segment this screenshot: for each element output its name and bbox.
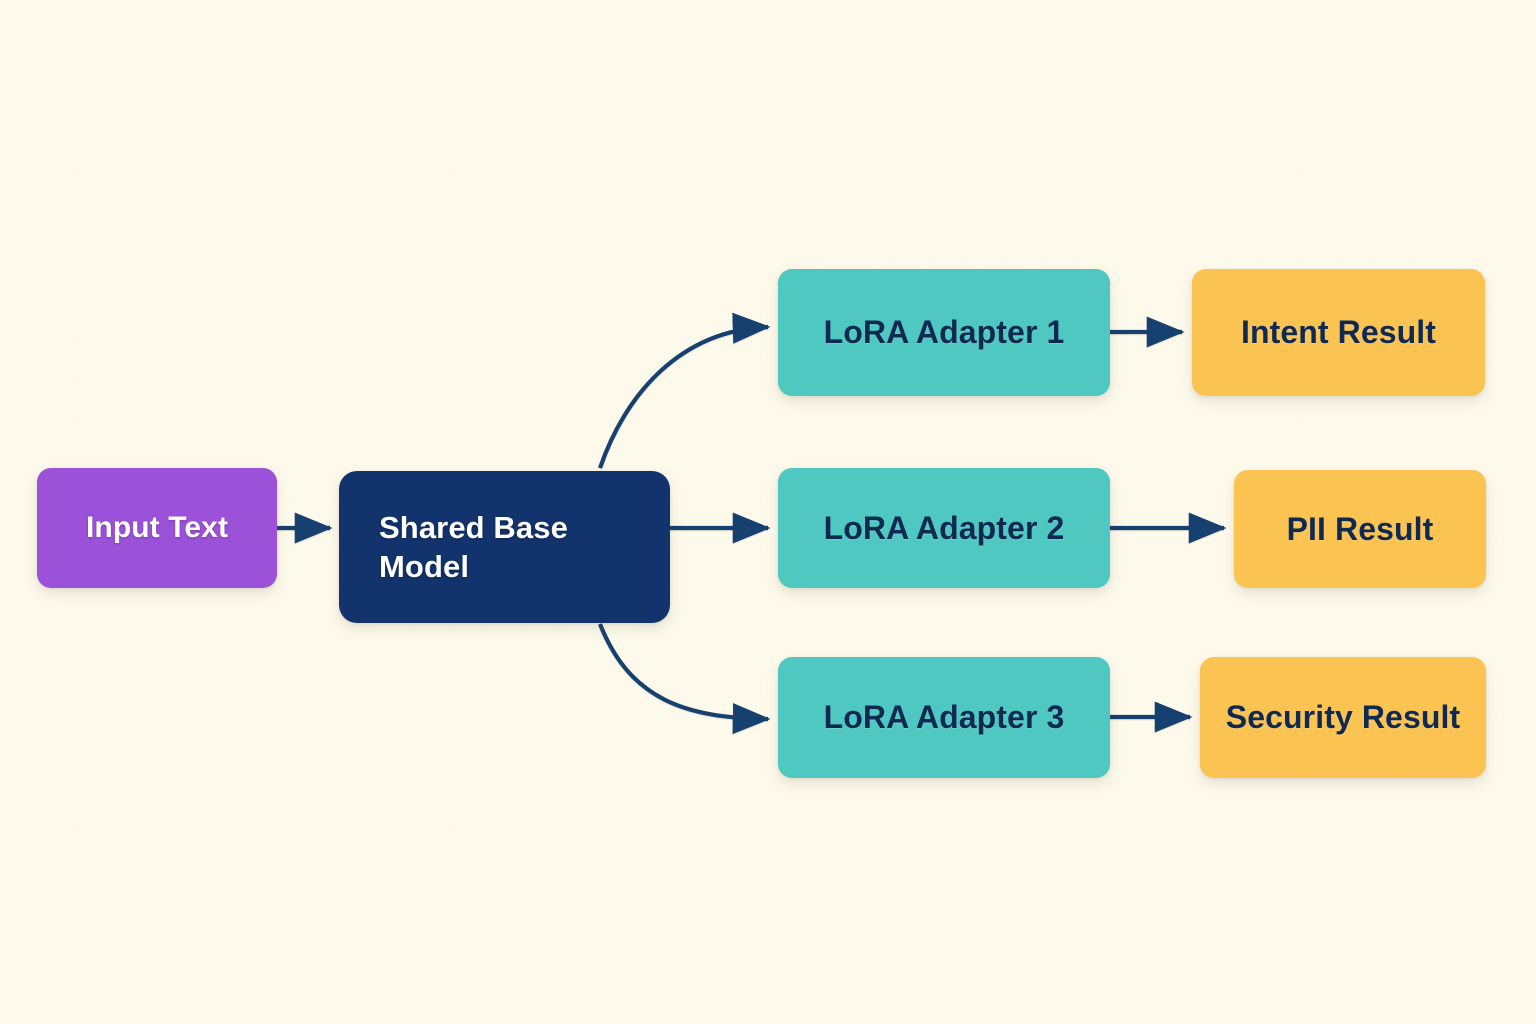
node-lora-adapter-1[interactable]: LoRA Adapter 1 [778, 269, 1110, 396]
edge-base-to-adapter1 [598, 312, 771, 469]
node-pii-result[interactable]: PII Result [1234, 470, 1486, 588]
node-pii-result-label: PII Result [1286, 510, 1434, 547]
node-security-result[interactable]: Security Result [1200, 657, 1486, 778]
node-security-result-label: Security Result [1225, 699, 1461, 736]
node-lora-adapter-2-label: LoRA Adapter 2 [823, 509, 1065, 546]
edge-base-to-adapter3 [598, 623, 771, 735]
node-intent-result[interactable]: Intent Result [1192, 269, 1485, 396]
node-lora-adapter-3-label: LoRA Adapter 3 [823, 699, 1065, 736]
node-input-text-label: Input Text [85, 511, 229, 545]
node-shared-base-model[interactable]: Shared Base Model [339, 471, 670, 623]
node-lora-adapter-1-label: LoRA Adapter 1 [823, 314, 1065, 351]
node-lora-adapter-3[interactable]: LoRA Adapter 3 [778, 657, 1110, 778]
node-intent-result-label: Intent Result [1240, 314, 1437, 351]
node-input-text[interactable]: Input Text [37, 468, 277, 588]
node-shared-base-model-label: Shared Base Model [379, 509, 568, 584]
node-lora-adapter-2[interactable]: LoRA Adapter 2 [778, 468, 1110, 588]
